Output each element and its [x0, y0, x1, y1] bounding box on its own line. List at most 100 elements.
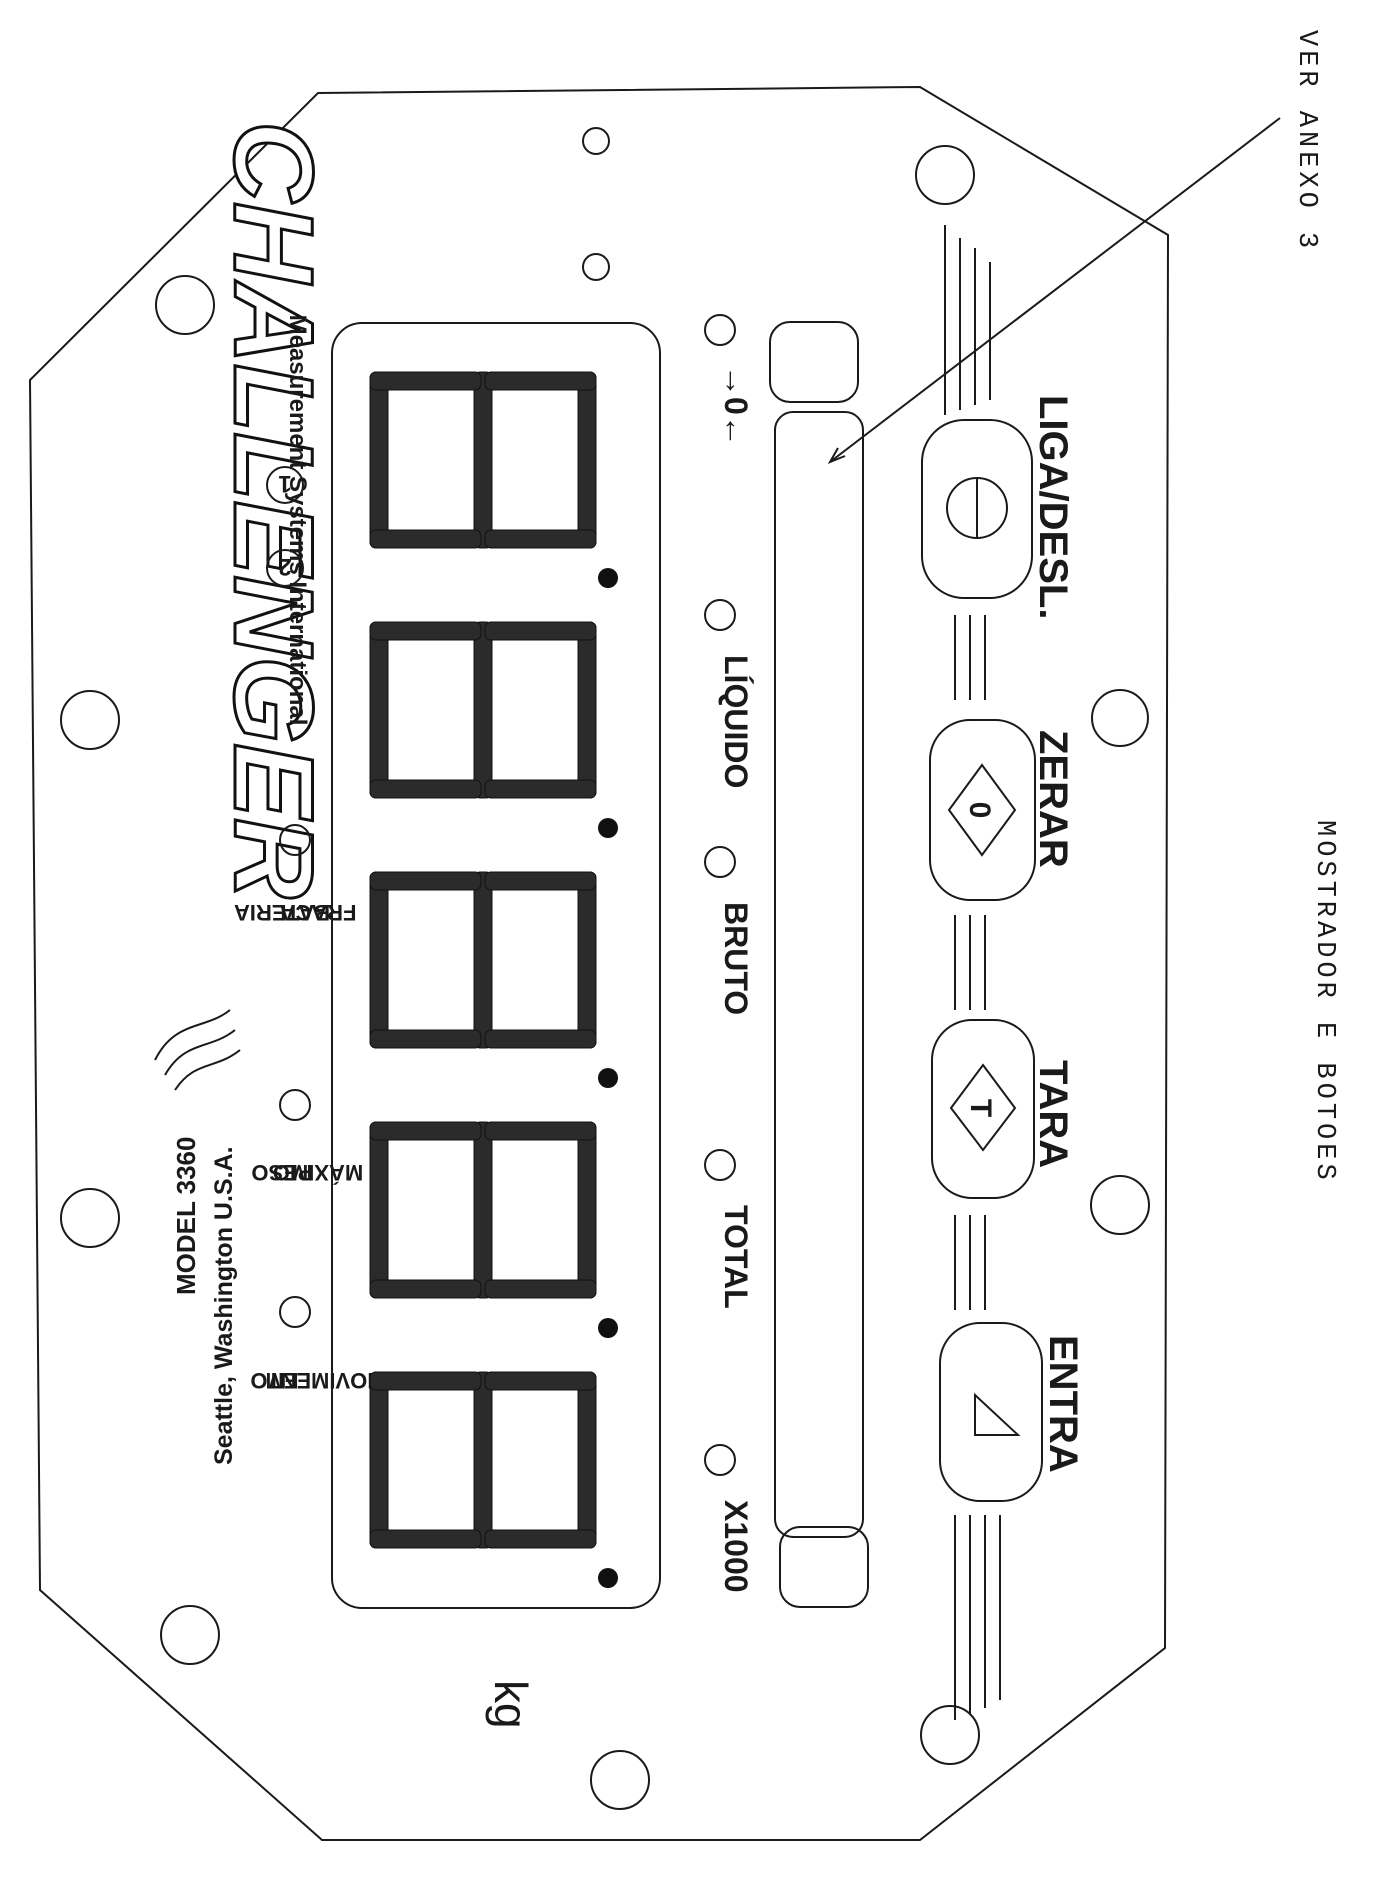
- brand-tagline: Measurement Systems International: [284, 315, 311, 726]
- model-label: MODEL 3360: [171, 1137, 201, 1295]
- indicator-peso-maximo: PESO MÁXIMO: [251, 1089, 363, 1185]
- location-label: Seattle, Washington U.S.A.: [210, 1146, 238, 1465]
- indicator-bruto: BRUTO: [704, 846, 754, 1015]
- svg-text:2: 2: [278, 553, 291, 580]
- svg-text:0: 0: [963, 802, 996, 819]
- digit-segment: [369, 1029, 482, 1049]
- digit-segment: [369, 779, 482, 799]
- digit-segment: [484, 621, 597, 641]
- digit-segment: [484, 529, 597, 549]
- tara-button[interactable]: T TARA: [931, 1019, 1075, 1199]
- digit-segment: [473, 1121, 493, 1299]
- logo-swoosh: [154, 1009, 241, 1091]
- digit-segment: [577, 621, 597, 799]
- indicator-center-zero: →0←: [704, 314, 754, 447]
- svg-text:TARA: TARA: [1031, 1060, 1075, 1168]
- digit-segment: [473, 621, 493, 799]
- indicator-em-movimento: EM MOVIMENTO: [250, 1296, 386, 1393]
- svg-text:→0←: →0←: [718, 365, 754, 447]
- digit-segment: [369, 871, 482, 891]
- svg-text:PESO: PESO: [251, 1160, 312, 1185]
- digit-segment: [484, 1371, 597, 1391]
- digit-1: [369, 371, 618, 588]
- decorative-rails: [944, 225, 1001, 1720]
- svg-text:ZERAR: ZERAR: [1031, 730, 1075, 868]
- digit-segment: [577, 871, 597, 1049]
- svg-text:LÍQUIDO: LÍQUIDO: [718, 655, 754, 788]
- digit-segment: [369, 1121, 482, 1141]
- digit-segment: [484, 779, 597, 799]
- status-bar-window: [774, 411, 864, 1538]
- svg-text:FRACA: FRACA: [279, 900, 356, 925]
- digit-segment: [577, 1371, 597, 1549]
- display-window: [331, 322, 661, 1609]
- digit-2: [369, 621, 618, 838]
- unit-label: kg: [485, 1680, 537, 1729]
- digit-segment: [484, 871, 597, 891]
- digit-segment: [369, 871, 389, 1049]
- decimal-point: [598, 568, 618, 588]
- digit-segment: [369, 1529, 482, 1549]
- digit-3: [369, 871, 618, 1088]
- decimal-point: [598, 1568, 618, 1588]
- brand-block: CHALLENGER Measurement Systems Internati…: [210, 120, 338, 901]
- digit-segment: [577, 1121, 597, 1299]
- liga-desl-button[interactable]: LIGA/DESL.: [921, 395, 1075, 619]
- status-window-bottom: [779, 1526, 869, 1608]
- indicator-x1000: X1000: [704, 1444, 754, 1593]
- setpoint-2-icon: 2: [266, 549, 304, 587]
- digit-segment: [369, 621, 482, 641]
- digit-segment: [369, 371, 389, 549]
- svg-text:BRUTO: BRUTO: [718, 902, 754, 1015]
- digit-segment: [369, 371, 482, 391]
- status-window-top: [769, 321, 859, 403]
- indicator-liquido: LÍQUIDO: [704, 599, 754, 788]
- digit-segment: [484, 371, 597, 391]
- digit-segment: [473, 871, 493, 1049]
- decimal-point: [598, 818, 618, 838]
- annotation-arrowhead: [827, 447, 846, 464]
- svg-text:TOTAL: TOTAL: [718, 1205, 754, 1309]
- svg-text:MOVIMENTO: MOVIMENTO: [250, 1368, 385, 1393]
- digit-segment: [369, 621, 389, 799]
- annotation-leader-line: [829, 117, 1281, 463]
- decimal-point: [598, 1318, 618, 1338]
- svg-text:BATERIA: BATERIA: [234, 900, 330, 925]
- svg-text:MÁXIMO: MÁXIMO: [273, 1160, 363, 1185]
- digit-segment: [369, 1371, 389, 1549]
- digit-segment: [369, 529, 482, 549]
- figure-caption: MOSTRADOR E BOTOES: [1309, 820, 1339, 1184]
- digit-segment: [484, 1529, 597, 1549]
- zerar-button[interactable]: 0 ZERAR: [929, 719, 1075, 901]
- power-icon: [946, 477, 1008, 539]
- panel-outline: [28, 85, 1170, 1841]
- digit-segment: [369, 1121, 389, 1299]
- zero-diamond-icon: 0: [947, 763, 1017, 857]
- digit-segment: [577, 371, 597, 549]
- svg-text:EM: EM: [266, 1368, 299, 1393]
- decimal-point: [598, 1068, 618, 1088]
- digit-segment: [484, 1121, 597, 1141]
- svg-text:X1000: X1000: [718, 1500, 754, 1593]
- seven-segment-digits: [369, 371, 618, 1588]
- digit-4: [369, 1121, 618, 1338]
- digit-segment: [369, 1279, 482, 1299]
- svg-text:T: T: [964, 1099, 997, 1117]
- setpoint-1-icon: 1: [266, 466, 304, 504]
- tare-diamond-icon: T: [949, 1063, 1017, 1152]
- digit-segment: [473, 1371, 493, 1549]
- brand-logo: CHALLENGER: [211, 121, 336, 899]
- mounting-holes: [60, 127, 1150, 1810]
- digit-segment: [369, 1371, 482, 1391]
- svg-text:LIGA/DESL.: LIGA/DESL.: [1031, 395, 1075, 619]
- svg-text:ENTRA: ENTRA: [1041, 1335, 1085, 1473]
- entra-button[interactable]: ENTRA: [939, 1322, 1085, 1502]
- svg-text:1: 1: [278, 470, 291, 497]
- digit-segment: [473, 371, 493, 549]
- triangle-icon: [974, 1392, 1021, 1436]
- indicator-total: TOTAL: [704, 1149, 754, 1309]
- indicator-bateria-fraca: BATERIA FRACA: [234, 824, 357, 925]
- digit-5: [369, 1371, 618, 1588]
- digit-segment: [484, 1029, 597, 1049]
